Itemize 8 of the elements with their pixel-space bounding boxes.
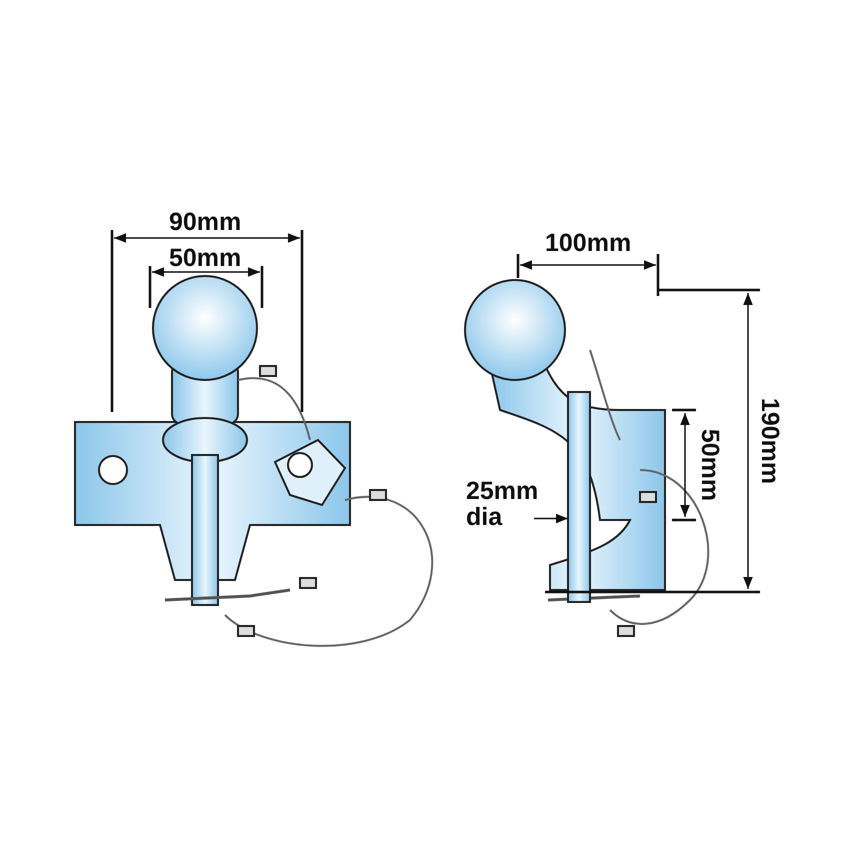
dimension-label: 100mm (545, 230, 632, 256)
dimension-label: 25mm dia (466, 478, 544, 530)
dimension-label: 50mm (697, 428, 724, 502)
leader-line (534, 514, 568, 524)
dimension-label: 190mm (757, 398, 784, 484)
pin-shaft (567, 391, 591, 603)
dimension-label: 50mm (169, 245, 242, 271)
dimension-label: 90mm (169, 209, 242, 235)
